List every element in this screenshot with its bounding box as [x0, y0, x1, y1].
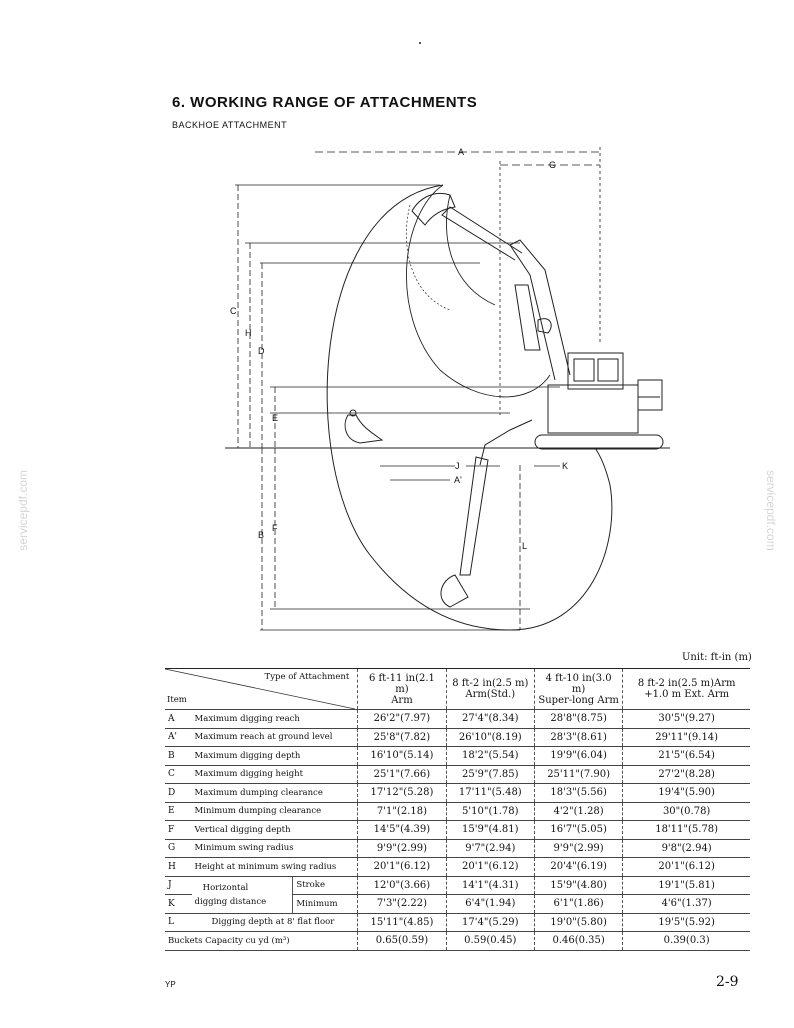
dim-label-g: G [549, 160, 556, 170]
table-header-row: Type of Attachment Item 6 ft-11 in(2.1 m… [165, 668, 750, 710]
table-row: A' Maximum reach at ground level 25'8"(7… [165, 728, 750, 747]
header-diagonal-cell: Type of Attachment Item [165, 668, 358, 710]
header-diagonal-line [165, 669, 355, 709]
dim-label-c: C [230, 306, 237, 316]
table-row: F Vertical digging depth 14'5"(4.39) 15'… [165, 820, 750, 840]
watermark-right: servicepdf.com [764, 470, 778, 551]
inner-envelope [406, 184, 551, 398]
table-row: L Digging depth at 8' flat floor 15'11"(… [165, 913, 750, 932]
column-header-3: 4 ft-10 in(3.0 m)Super-long Arm [533, 668, 623, 710]
track [534, 434, 664, 450]
boom [509, 239, 571, 381]
dim-label-a: A [458, 147, 464, 157]
table-row-horizontal-minimum: K Minimum 7'3"(2.22) 6'4"(1.94) 6'1"(1.8… [165, 894, 750, 914]
column-header-1: 6 ft-11 in(2.1 m)Arm [357, 668, 447, 710]
upper-body [547, 384, 639, 434]
speck [419, 42, 421, 44]
table-row: E Minimum dumping clearance 7'1"(2.18) 5… [165, 802, 750, 821]
watermark-left: servicepdf.com [16, 470, 30, 551]
column-header-2: 8 ft-2 in(2.5 m)Arm(Std.) [445, 668, 535, 710]
dim-label-h: H [245, 328, 252, 338]
digging-envelope [326, 184, 613, 631]
page-heading: 6. WORKING RANGE OF ATTACHMENTS [172, 94, 478, 111]
page-subheading: BACKHOE ATTACHMENT [172, 120, 288, 130]
arm-lowered [459, 456, 489, 576]
table-row: D Maximum dumping clearance 17'12"(5.28)… [165, 783, 750, 803]
bucket-raised [411, 192, 456, 226]
dim-label-a-prime: A' [454, 475, 462, 485]
working-range-table: Type of Attachment Item 6 ft-11 in(2.1 m… [165, 668, 750, 951]
table-row: A Maximum digging reach 26'2"(7.97) 27'4… [165, 709, 750, 729]
dim-label-d: D [258, 346, 265, 356]
arm-raised [441, 206, 523, 261]
dim-label-k: K [562, 461, 568, 471]
column-header-4: 8 ft-2 in(2.5 m)Arm+1.0 m Ext. Arm [622, 668, 750, 710]
working-range-diagram: A G C H D E B F J K A' L [225, 147, 670, 631]
boom-lowered [479, 419, 533, 466]
footer-code: YP [165, 980, 176, 989]
header-item: Item [167, 695, 187, 705]
cab [567, 352, 624, 390]
arm-mid [514, 284, 541, 351]
dim-label-j: J [455, 461, 460, 471]
page-number: 2-9 [716, 974, 739, 990]
excavator-illustration [344, 192, 664, 608]
table-row: C Maximum digging height 25'1"(7.66) 25'… [165, 765, 750, 784]
dim-label-f: F [272, 523, 278, 533]
table-row: H Height at minimum swing radius 20'1"(6… [165, 857, 750, 877]
table-row: B Maximum digging depth 16'10"(5.14) 18'… [165, 746, 750, 766]
header-type-of-attachment: Type of Attachment [264, 672, 350, 682]
dim-label-e: E [272, 413, 278, 423]
bucket-lowered [440, 574, 469, 608]
bucket-dump [344, 414, 384, 444]
table-row-bucket: Buckets Capacity cu yd (m³) 0.65(0.59) 0… [165, 931, 750, 951]
dim-label-b: B [258, 530, 264, 540]
table-row: G Minimum swing radius 9'9"(2.99) 9'7"(2… [165, 839, 750, 858]
dim-label-l: L [522, 541, 527, 551]
unit-label: Unit: ft-in (m) [682, 652, 752, 663]
